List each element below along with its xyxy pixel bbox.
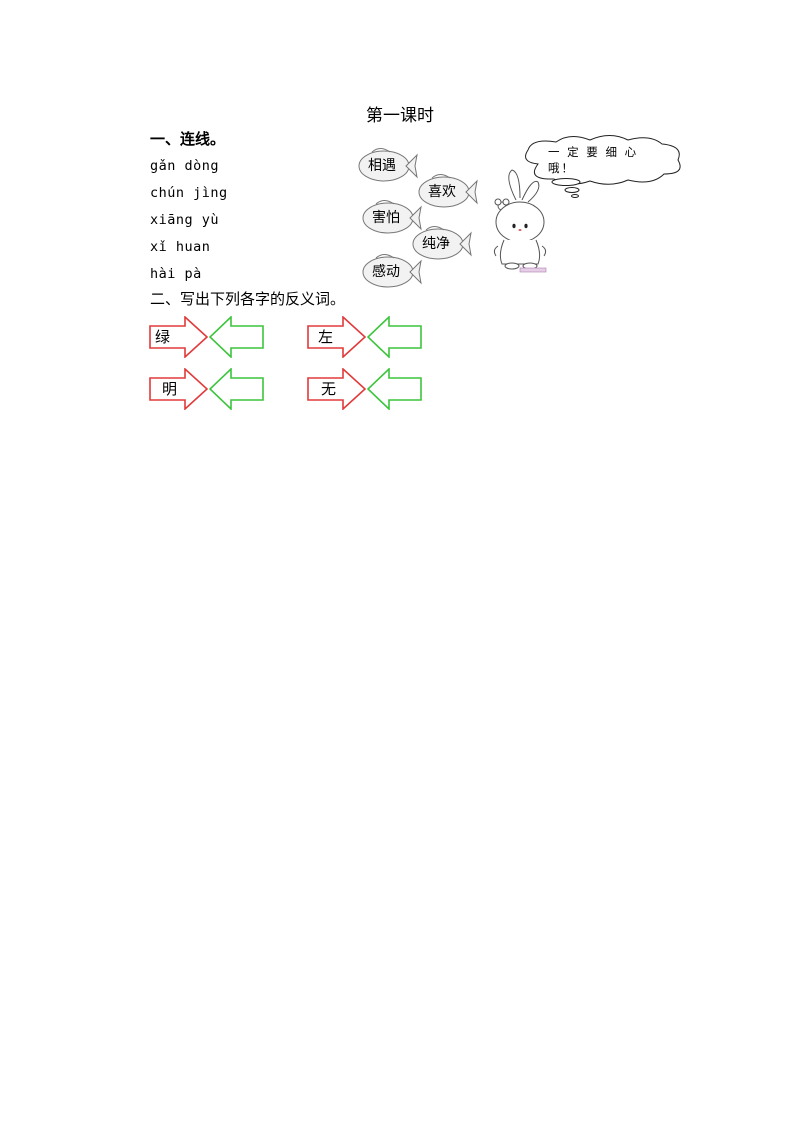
antonym-word: 绿 — [155, 328, 171, 346]
fish-icon — [412, 226, 472, 260]
fish-word: 喜欢 — [428, 184, 456, 200]
left-arrow-icon — [367, 316, 422, 358]
section1-heading: 一、连线。 — [150, 130, 226, 148]
bubble-line1: 一 定 要 细 心 — [548, 145, 639, 159]
fish-card: 喜欢 — [418, 172, 478, 212]
cloud-icon — [525, 135, 681, 185]
fish-word: 感动 — [372, 264, 400, 280]
pinyin-item: hài pà — [150, 266, 202, 282]
antonym-word: 左 — [318, 328, 334, 346]
red-arrow-box: 无 — [307, 368, 367, 410]
bubble-tail-icon — [551, 178, 581, 198]
fish-icon — [362, 254, 422, 288]
bunny-character-icon — [493, 169, 547, 273]
fish-word: 害怕 — [372, 210, 400, 226]
right-arrow-icon — [149, 368, 209, 410]
fish-card: 相遇 — [358, 146, 418, 186]
red-arrow-box: 绿 — [149, 316, 209, 358]
pinyin-item: chún jìng — [150, 185, 228, 201]
fish-card: 纯净 — [412, 224, 472, 264]
fish-icon — [418, 174, 478, 208]
thought-bubble: 一 定 要 细 心 哦！ — [518, 134, 686, 190]
antonym-word: 无 — [321, 380, 337, 398]
page-title: 第一课时 — [366, 106, 434, 126]
right-arrow-icon — [307, 316, 367, 358]
right-arrow-icon — [307, 368, 367, 410]
fish-word: 纯净 — [422, 236, 450, 252]
pinyin-item: xǐ huan — [150, 239, 211, 255]
left-arrow-icon — [367, 368, 422, 410]
left-arrow-icon — [209, 316, 264, 358]
section2-heading: 二、写出下列各字的反义词。 — [150, 290, 346, 308]
fish-word: 相遇 — [368, 158, 396, 174]
fish-card: 害怕 — [362, 198, 422, 238]
fish-card: 感动 — [362, 252, 422, 292]
red-arrow-box: 明 — [149, 368, 209, 410]
pinyin-item: gǎn dòng — [150, 158, 220, 174]
fish-icon — [362, 200, 422, 234]
left-arrow-icon — [209, 368, 264, 410]
right-arrow-icon — [149, 316, 209, 358]
red-arrow-box: 左 — [307, 316, 367, 358]
fish-icon — [358, 148, 418, 182]
antonym-word: 明 — [162, 380, 178, 398]
bubble-line2: 哦！ — [548, 161, 575, 175]
pinyin-item: xiāng yù — [150, 212, 220, 228]
